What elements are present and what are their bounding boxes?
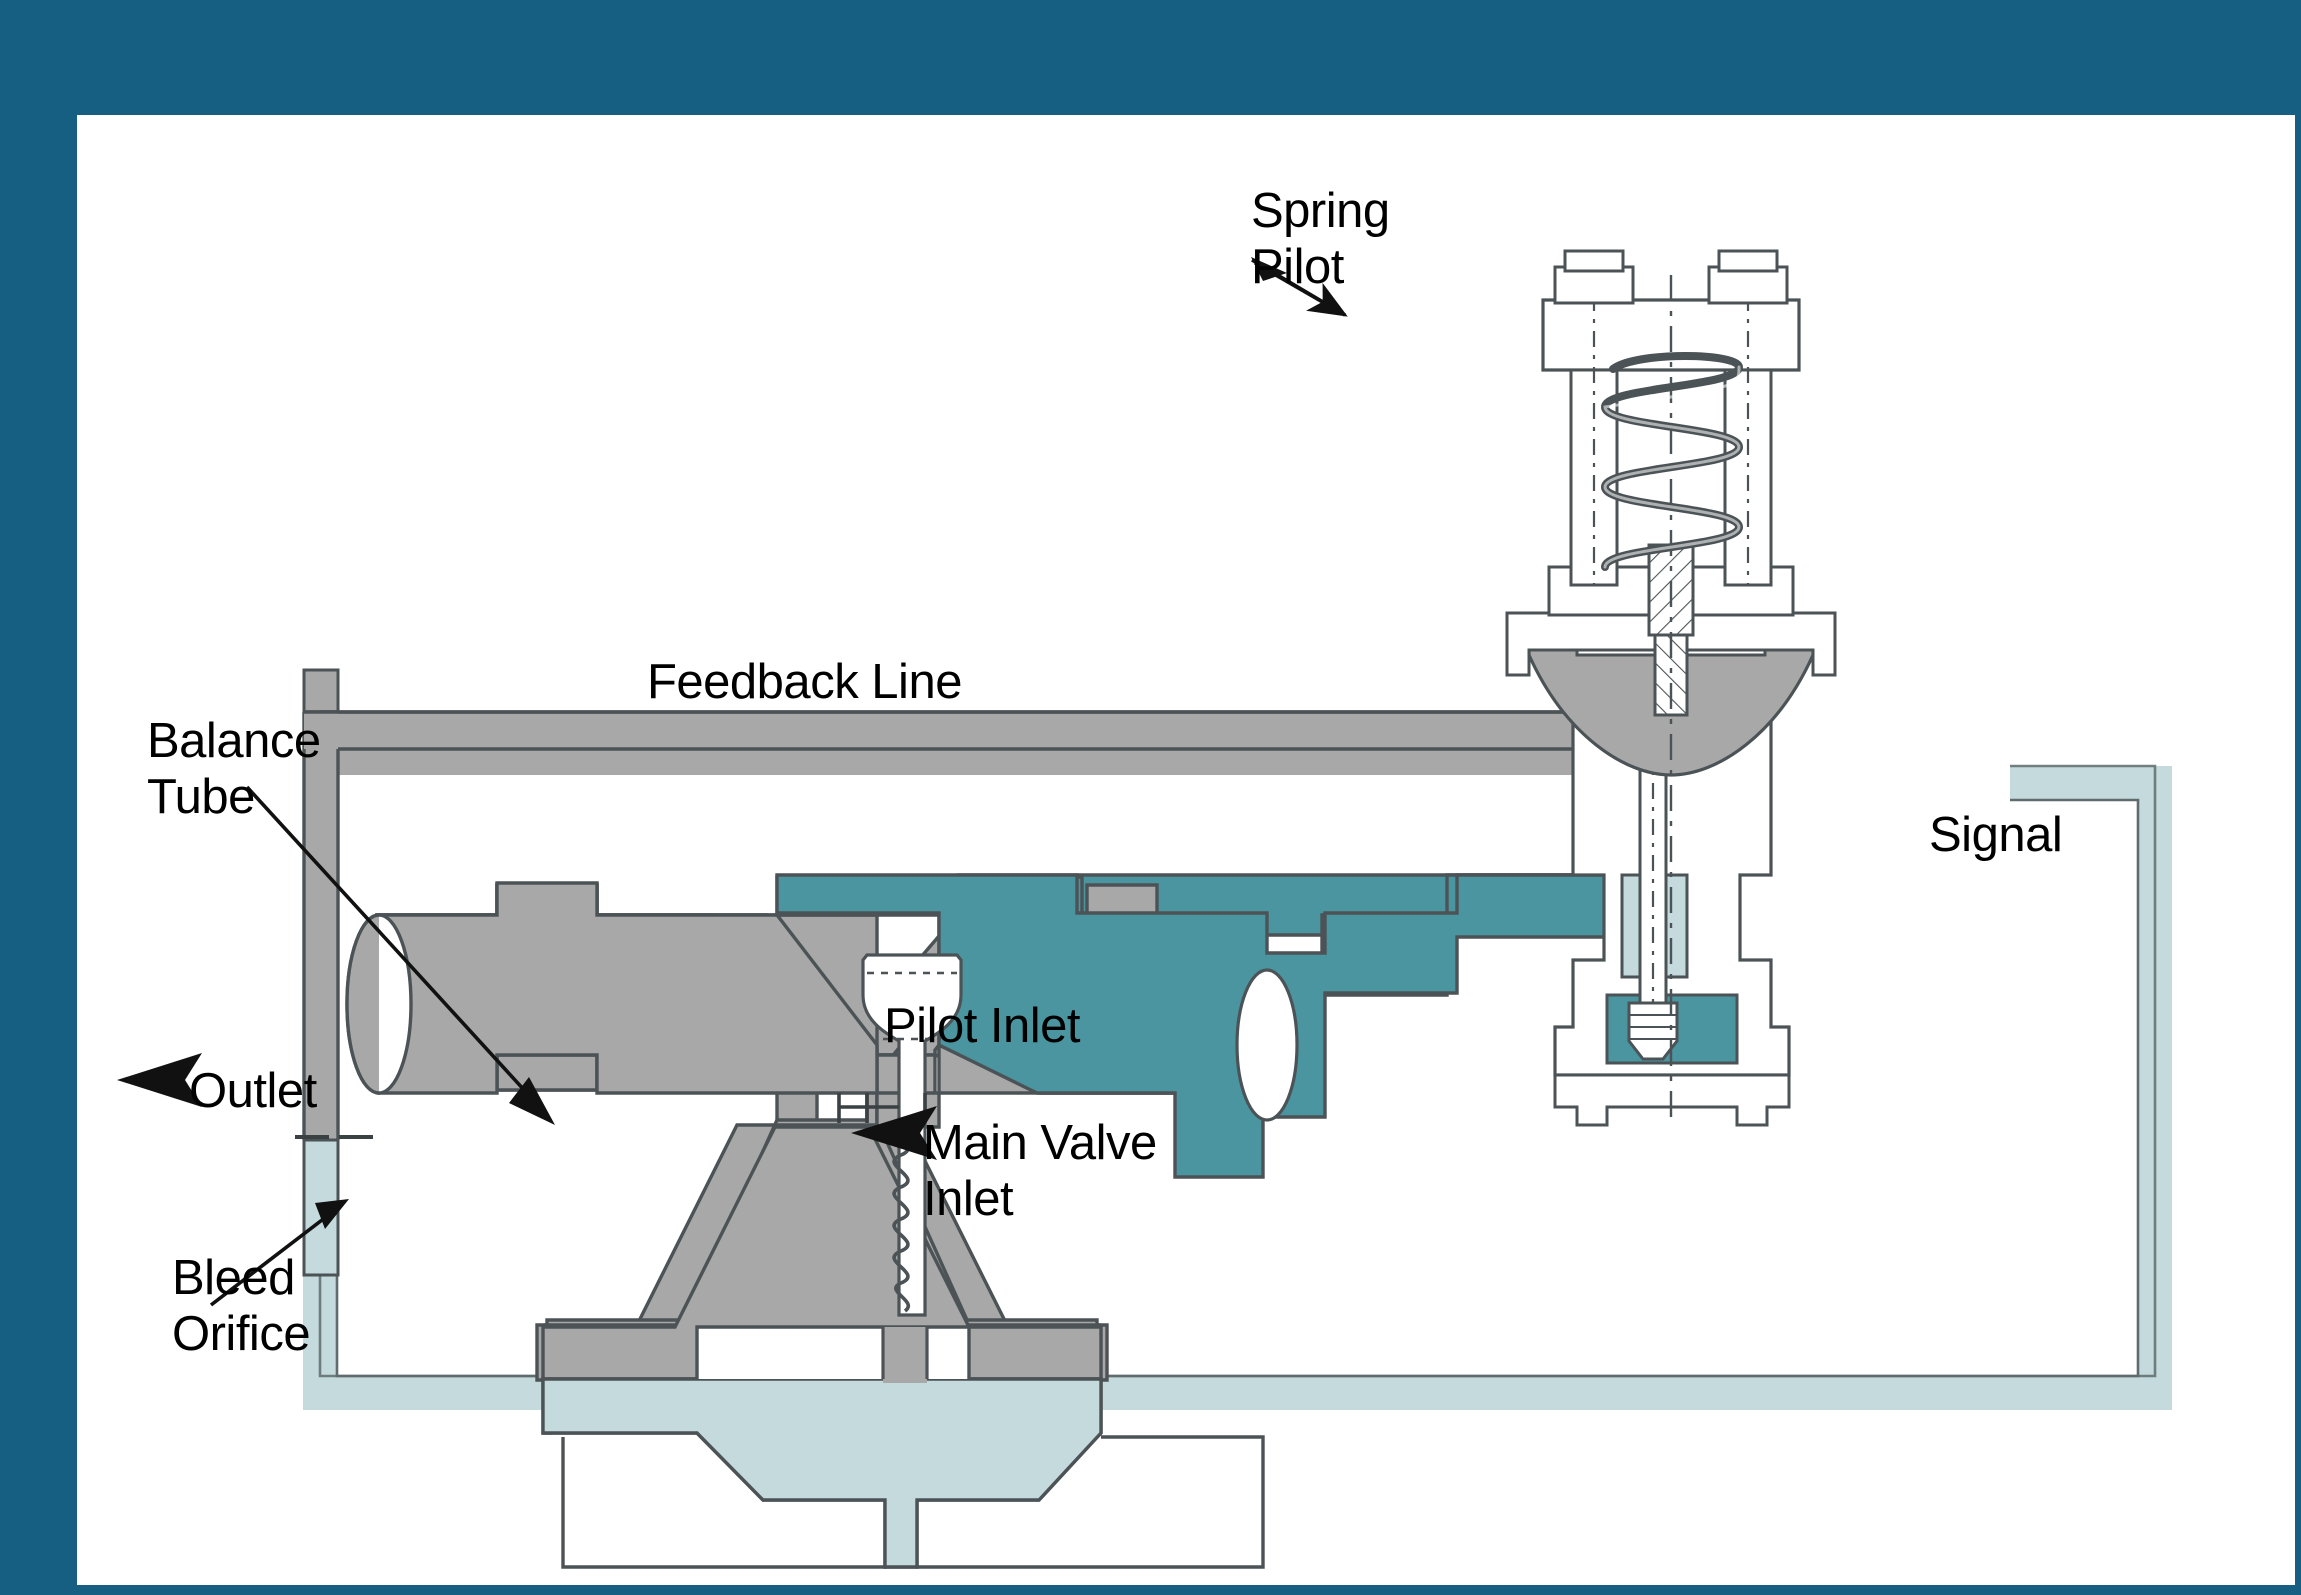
label-outlet: Outlet [189,1064,317,1118]
label-pilot-inlet: Pilot Inlet [884,999,1081,1053]
flow-arrows [117,1053,937,1160]
main-valve-inlet-arrow [851,1106,937,1160]
label-bleed-orifice: Bleed Orifice [172,1251,311,1361]
diagram-canvas: Spring Pilot Feedback Line Balance Tube … [77,115,2295,1585]
main-diaphragm-chamber [541,1325,1265,1569]
feedback-line-pipe [302,710,1622,1140]
main-valve-stem-spring [891,1121,910,1313]
regulator-cutaway-drawing [117,249,2172,1569]
balance-tube-arrowhead [509,1077,555,1125]
spring-pilot-assembly [1541,249,1801,1125]
spring-pilot-arrowhead [1251,257,1287,281]
main-valve-inlet-port [1235,968,1299,1122]
balance-tube-leader [245,785,549,1117]
label-spring-pilot: Spring Pilot [1251,184,1390,294]
bleed-orifice-arrowhead [315,1199,349,1229]
outlet-arrow [117,1053,202,1107]
main-valve-inlet-chamber-final [775,873,1624,1179]
main-valve-outlet-port [345,913,413,1095]
label-balance-tube: Balance Tube [147,714,321,824]
label-feedback-line: Feedback Line [647,655,962,709]
label-main-valve-inlet: Main Valve Inlet [923,1116,1157,1226]
leader-lines [209,257,1348,1307]
label-signal: Signal [1929,808,2063,862]
bleed-orifice-leader [209,1205,341,1307]
pilot-spring-coil [1600,352,1744,571]
